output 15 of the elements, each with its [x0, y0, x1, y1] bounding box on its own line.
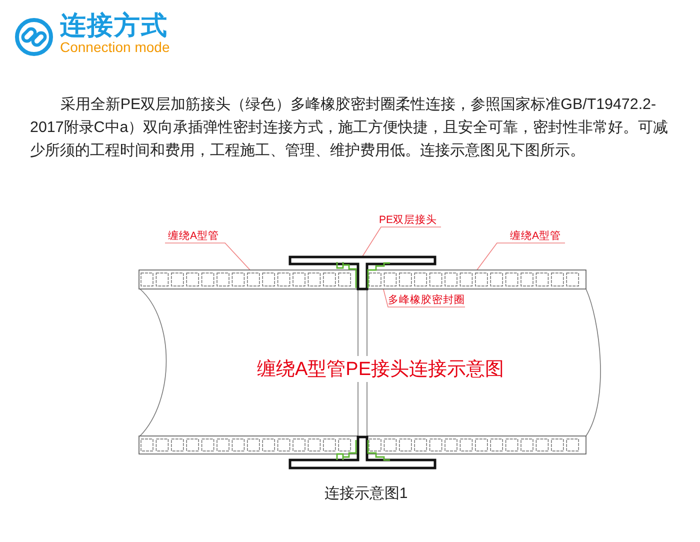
pipe-wall: [366, 270, 586, 290]
leader-line: [362, 226, 442, 258]
heading: 连接方式: [60, 9, 168, 42]
pipe-wall: [138, 270, 358, 290]
subheading: Connection mode: [60, 39, 170, 55]
part-label: 多峰橡胶密封圈: [388, 294, 465, 307]
leader-line: [382, 288, 466, 308]
part-label: 缠绕A型管: [510, 230, 562, 243]
pe-joint: [288, 256, 436, 290]
intro-paragraph: 采用全新PE双层加筋接头（绿色）多峰橡胶密封圈柔性连接，参照国家标准GB/T19472.2-2017附录C中a）双向承插弹性密封连接方式，施工方便快捷，且安全可靠，密封性非常好。可减少所须的工程时间和费用，工程施工、管理、维护费用低。连接示意图见下图所示。: [30, 95, 670, 161]
part-label: PE双层接头: [379, 214, 438, 227]
leader-line: [164, 242, 250, 270]
part-label: 缠绕A型管: [168, 230, 220, 243]
leader-line: [476, 242, 566, 270]
figure-caption: 连接示意图1: [323, 484, 409, 503]
